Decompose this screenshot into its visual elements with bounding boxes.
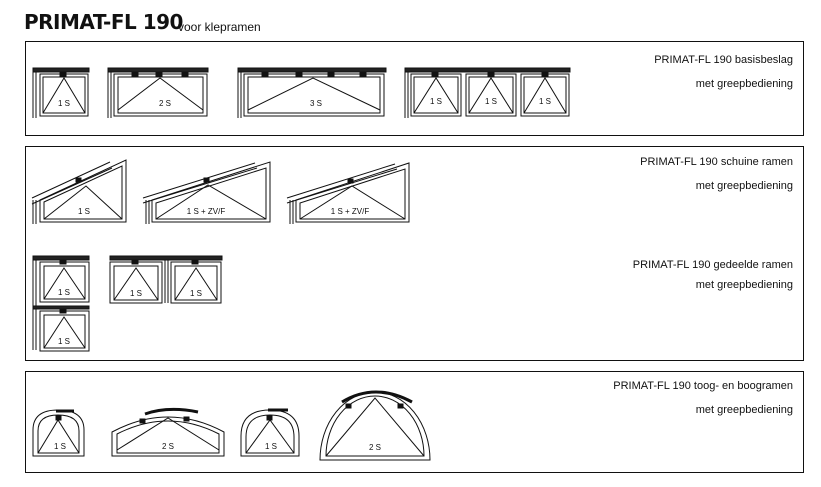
panel-toog-boog: PRIMAT-FL 190 toog- en boogramen met gre… [25, 371, 804, 473]
panel-schuine-gedeelde: PRIMAT-FL 190 schuine ramen met greepbed… [25, 146, 804, 361]
window-label: 1 S [430, 97, 442, 106]
label-line2: met greepbediening [695, 180, 793, 192]
window-sloped-1s-zvf: 1 S + ZV/F [142, 161, 271, 224]
window-label: 1 S [130, 289, 142, 298]
window-label: 1 S + ZV/F [331, 207, 370, 216]
window-label: 1 S [58, 99, 70, 108]
window-label: 1 S [190, 289, 202, 298]
window-divided-vertical: 1 S 1 S [32, 255, 90, 352]
window-label: 1 S [485, 97, 497, 106]
label-line1: PRIMAT-FL 190 gedeelde ramen [632, 259, 793, 271]
label-line2: met greepbediening [695, 404, 793, 416]
label-line1: PRIMAT-FL 190 basisbeslag [654, 54, 793, 66]
window-sloped-1s: 1 S [31, 159, 127, 224]
window-label: 2 S [162, 442, 174, 451]
window-2s: 2 S [107, 67, 209, 118]
window-semicircle-2s: 2 S [319, 390, 431, 461]
window-triple-1s: 1 S 1 S 1 S [404, 67, 571, 118]
panel-toog-label: PRIMAT-FL 190 toog- en boogramen met gre… [613, 374, 793, 422]
panel-basisbeslag-label: PRIMAT-FL 190 basisbeslag met greepbedie… [654, 48, 793, 96]
panel-basisbeslag: PRIMAT-FL 190 basisbeslag met greepbedie… [25, 41, 804, 136]
window-label: 1 S [539, 97, 551, 106]
label-line2: met greepbediening [695, 78, 793, 90]
window-label: 1 S [265, 442, 277, 451]
window-divided-horizontal: 1 S 1 S [109, 255, 223, 304]
window-3s: 3 S [237, 67, 387, 118]
panel-schuine-label: PRIMAT-FL 190 schuine ramen met greepbed… [640, 150, 793, 198]
label-line2: met greepbediening [695, 279, 793, 291]
window-label: 1 S [58, 288, 70, 297]
window-label: 1 S [54, 442, 66, 451]
page-title: PRIMAT-FL 190 [24, 10, 183, 34]
label-line1: PRIMAT-FL 190 schuine ramen [640, 156, 793, 168]
label-line1: PRIMAT-FL 190 toog- en boogramen [613, 380, 793, 392]
window-label: 3 S [310, 99, 322, 108]
window-label: 1 S [78, 207, 90, 216]
window-label: 1 S + ZV/F [187, 207, 226, 216]
window-round-arch-1s: 1 S [240, 408, 300, 457]
window-label: 1 S [58, 337, 70, 346]
window-arch-small-1s: 1 S [32, 409, 85, 457]
window-label: 2 S [369, 443, 381, 452]
window-1s: 1 S [32, 67, 90, 118]
panel-gedeelde-label: PRIMAT-FL 190 gedeelde ramen met greepbe… [633, 255, 793, 295]
page-subtitle: voor klepramen [178, 20, 261, 34]
window-sloped-1s-zvf-large: 1 S + ZV/F [286, 162, 410, 224]
window-label: 2 S [159, 99, 171, 108]
window-segment-arch-2s: 2 S [111, 407, 225, 457]
